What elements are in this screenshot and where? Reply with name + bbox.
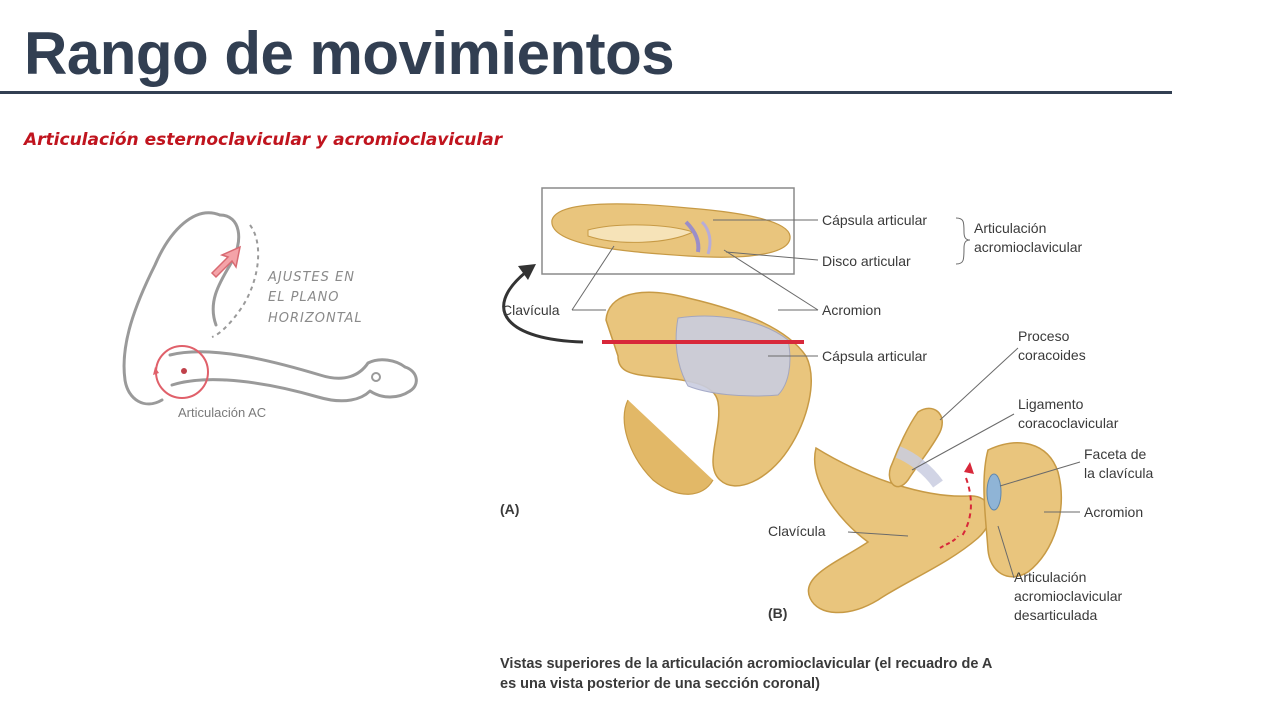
shoulder-sketch-figure: AJUSTES EN EL PLANO HORIZONTAL Articulac… <box>122 211 418 420</box>
label-faceta-1: Faceta de <box>1084 446 1146 462</box>
acromion-outline <box>211 213 241 327</box>
clavicle-bone-b <box>807 446 992 614</box>
slide-subtitle: Articulación esternoclavicular y acromio… <box>24 130 503 150</box>
clavicle-lower-outline <box>170 378 412 403</box>
scapula-outline <box>122 211 222 406</box>
label-proceso-2: coracoides <box>1018 347 1086 363</box>
annotation-line-3: HORIZONTAL <box>268 311 363 326</box>
clavicle-facet <box>986 473 1002 511</box>
label-proceso-1: Proceso <box>1018 328 1070 344</box>
label-capsula-articular-top: Cápsula articular <box>822 212 927 228</box>
annotation-line-2: EL PLANO <box>268 290 340 305</box>
ac-joint-label: Articulación AC <box>178 405 266 420</box>
label-desarticulada-2: acromioclavicular <box>1014 588 1122 604</box>
adjustment-dashed-path <box>211 224 260 338</box>
panel-label-b: (B) <box>768 605 787 621</box>
view-rotation-arrow-icon <box>502 270 584 344</box>
label-faceta-2: la clavícula <box>1084 465 1153 481</box>
clavicle-outline <box>168 350 407 380</box>
label-ligamento-1: Ligamento <box>1018 396 1084 412</box>
label-articulacion-ac-2: acromioclavicular <box>974 239 1082 255</box>
label-clavicula-a: Clavícula <box>502 302 560 318</box>
title-divider <box>0 91 1172 94</box>
acromioclavicular-illustration: Cápsula articular Disco articular Articu… <box>500 187 1153 692</box>
annotation-line-1: AJUSTES EN <box>267 270 355 285</box>
figure-caption-line-2: es una vista posterior de una sección co… <box>500 676 820 692</box>
label-clavicula-b: Clavícula <box>768 523 826 539</box>
figure-caption-line-1: Vistas superiores de la articulación acr… <box>500 656 993 672</box>
adjustment-arrow-icon <box>210 245 242 279</box>
label-capsula-articular-mid: Cápsula articular <box>822 348 927 364</box>
label-articulacion-ac-1: Articulación <box>974 220 1046 236</box>
label-desarticulada-1: Articulación <box>1014 569 1086 585</box>
label-acromion-b: Acromion <box>1084 504 1143 520</box>
label-ligamento-2: coracoclavicular <box>1018 415 1119 431</box>
slide-title: Rango de movimientos <box>24 20 675 87</box>
label-acromion-a: Acromion <box>822 302 881 318</box>
label-desarticulada-3: desarticulada <box>1014 607 1097 623</box>
panel-label-a: (A) <box>500 501 519 517</box>
joint-capsule-a <box>675 315 791 397</box>
label-disco-articular: Disco articular <box>822 253 911 269</box>
